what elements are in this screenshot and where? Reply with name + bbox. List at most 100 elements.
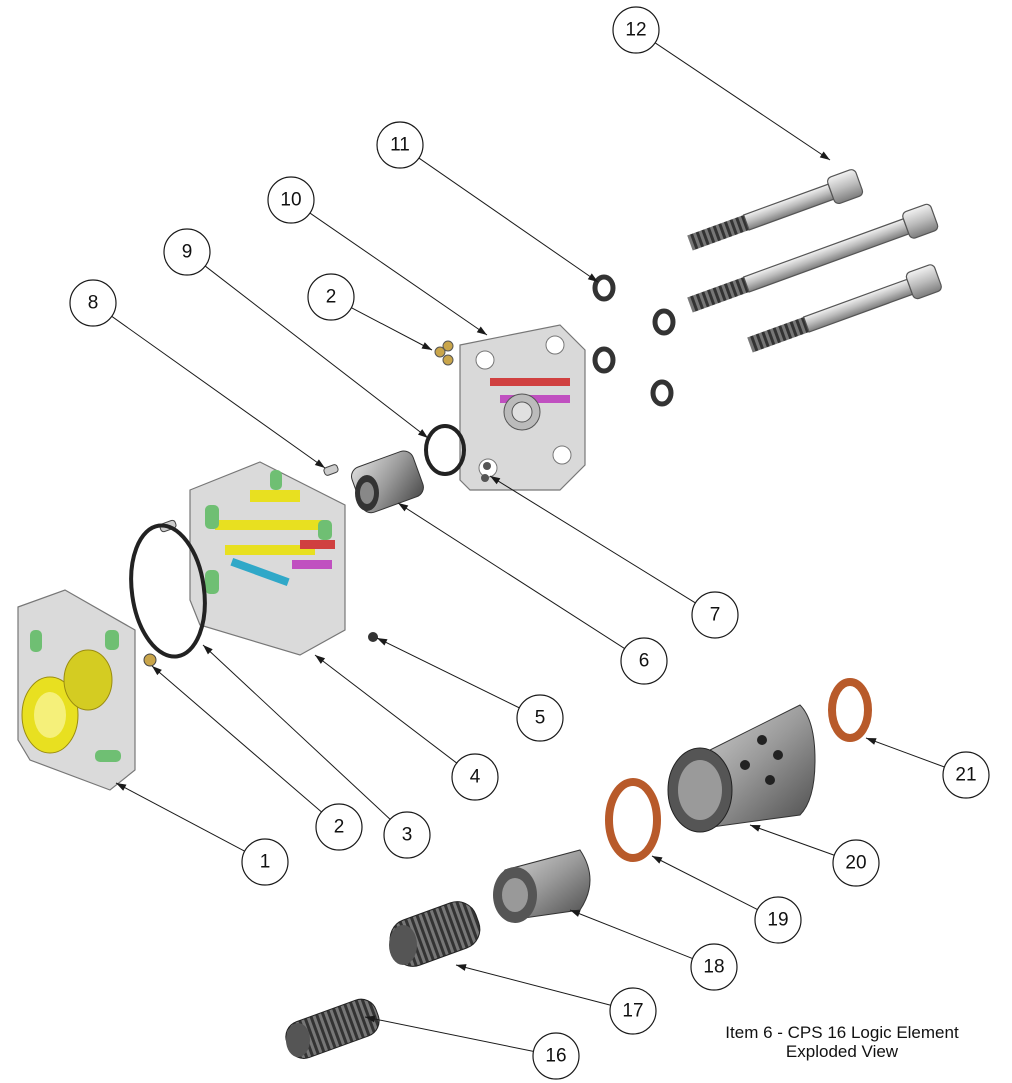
arrowhead-b16 [365, 1015, 376, 1023]
manifold-block-item-4 [189, 461, 346, 656]
arrowhead-b9 [417, 429, 428, 438]
leader-line-b2b [151, 665, 322, 813]
leader-line-b7 [489, 475, 696, 604]
balloon-b2a: 2 [307, 273, 355, 321]
balloon-label: 2 [334, 817, 345, 838]
leader-line-b1 [115, 782, 245, 852]
leader-line-b5 [376, 637, 520, 709]
balloon-circle [383, 811, 431, 859]
leader-line-b21 [865, 737, 945, 768]
balloon-b18: 18 [690, 943, 738, 991]
plug-item-2-upper [434, 340, 454, 366]
balloon-label: 3 [402, 825, 413, 846]
balloon-label: 4 [470, 767, 481, 788]
pin-item-8 [323, 464, 339, 476]
balloon-b12: 12 [612, 6, 660, 54]
leader-line-b6 [397, 502, 625, 649]
arrowhead-b3 [203, 645, 213, 655]
leader-lines [111, 42, 945, 1052]
balloon-label: 20 [845, 853, 866, 874]
leader-line-b2a [351, 307, 433, 351]
balloon-label: 7 [710, 605, 721, 626]
balloon-label: 11 [390, 135, 410, 156]
arrowhead-b2b [152, 666, 162, 676]
balloon-circle [690, 943, 738, 991]
arrowhead-b4 [315, 655, 326, 664]
balloon-circle [241, 838, 289, 886]
balloon-circle [451, 753, 499, 801]
balloon-b1: 1 [241, 838, 289, 886]
balloon-b9: 9 [163, 228, 211, 276]
leader-line-b3 [202, 644, 391, 820]
balloon-circle [612, 6, 660, 54]
leader-line-b20 [749, 824, 835, 856]
washer-item-11 [592, 274, 676, 407]
balloon-b10: 10 [267, 176, 315, 224]
parts-artwork [17, 169, 942, 1059]
arrowhead-b18 [570, 910, 581, 917]
balloon-b3: 3 [383, 811, 431, 859]
o-ring-item-9 [424, 424, 466, 476]
arrowhead-b10 [476, 326, 487, 335]
balloon-label: 18 [703, 957, 724, 978]
balloon-b16: 16 [532, 1032, 580, 1080]
leader-line-b19 [651, 855, 758, 911]
leader-line-b17 [455, 964, 611, 1006]
cartridge-body-item-20 [667, 704, 816, 833]
arrowhead-b2a [421, 342, 432, 350]
balloon-label: 8 [88, 293, 99, 314]
balloon-circle [832, 839, 880, 887]
arrowhead-b17 [456, 964, 467, 971]
balloon-circle [315, 803, 363, 851]
balloon-label: 16 [545, 1046, 566, 1067]
leader-line-b9 [204, 265, 429, 439]
plug-item-7 [481, 462, 491, 482]
balloon-circle [620, 637, 668, 685]
balloon-label: 2 [326, 287, 337, 308]
balloon-b4: 4 [451, 753, 499, 801]
arrowhead-b19 [652, 856, 663, 864]
caption-line-2: Exploded View [786, 1042, 899, 1061]
balloon-b2b: 2 [315, 803, 363, 851]
cartridge-item-6 [351, 450, 424, 514]
arrowhead-b12 [819, 151, 830, 160]
o-ring-item-3 [129, 523, 207, 659]
balloon-b5: 5 [516, 694, 564, 742]
leader-line-b18 [569, 909, 693, 959]
balloon-label: 19 [767, 910, 788, 931]
balloon-label: 9 [182, 242, 193, 263]
balloon-b19: 19 [754, 896, 802, 944]
sleeve-item-18 [493, 849, 591, 923]
leader-line-b12 [654, 42, 831, 161]
balloon-label: 12 [625, 20, 646, 41]
balloon-circle [532, 1032, 580, 1080]
balloon-circle [267, 176, 315, 224]
leader-line-b10 [309, 212, 488, 336]
balloon-circle [163, 228, 211, 276]
balloon-label: 17 [622, 1001, 643, 1022]
balloon-circle [754, 896, 802, 944]
balloon-b7: 7 [691, 591, 739, 639]
balloon-circle [609, 987, 657, 1035]
balloon-label: 6 [639, 651, 650, 672]
cover-block-item-10 [459, 324, 586, 491]
end-plate-item-1 [17, 589, 136, 791]
balloon-circle [376, 121, 424, 169]
caption-line-1: Item 6 - CPS 16 Logic Element [725, 1023, 959, 1042]
seal-ring-item-21 [828, 678, 872, 742]
balloon-label: 1 [260, 852, 271, 873]
plug-item-5 [368, 632, 378, 642]
spring-item-17 [389, 901, 481, 967]
balloon-label: 5 [535, 708, 546, 729]
arrowhead-b8 [314, 459, 325, 468]
balloon-b21: 21 [942, 751, 990, 799]
arrowhead-b20 [750, 825, 761, 832]
balloon-b6: 6 [620, 637, 668, 685]
arrowhead-b7 [490, 476, 501, 485]
balloon-b8: 8 [69, 279, 117, 327]
leader-line-b4 [314, 654, 458, 764]
balloon-label: 21 [955, 765, 976, 786]
leader-line-b11 [418, 157, 599, 283]
